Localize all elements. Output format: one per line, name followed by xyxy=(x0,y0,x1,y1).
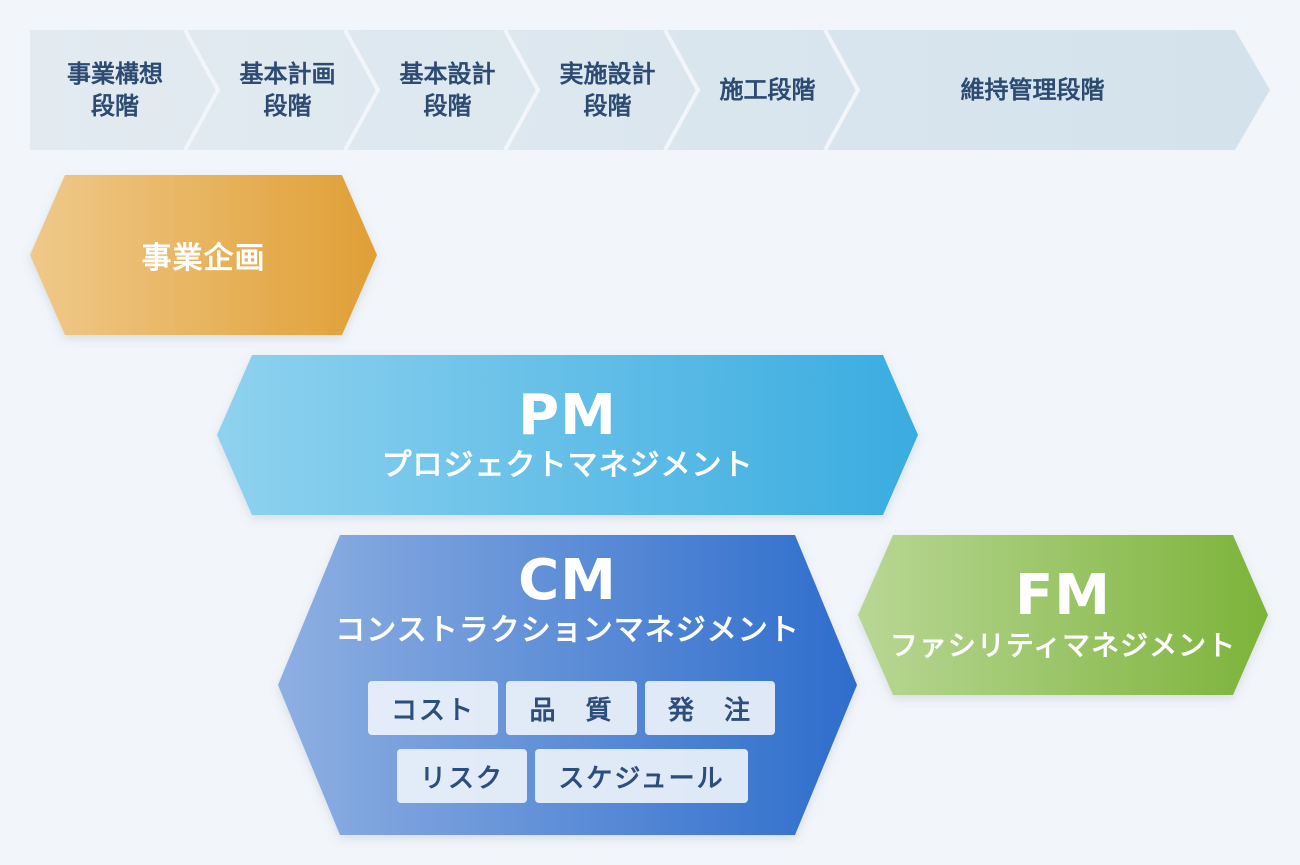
phase-label-basic-planning: 基本計画 段階 xyxy=(239,60,336,120)
fm-subtitle: ファシリティマネジメント xyxy=(889,629,1237,662)
business-planning-label: 事業企画 xyxy=(141,241,266,276)
cm-item-schedule: スケジュール xyxy=(535,749,748,803)
fm-title: FM xyxy=(1015,563,1111,628)
cm-item-risk: リスク xyxy=(397,749,527,803)
cm-subtitle: コンストラクションマネジメント xyxy=(335,613,800,648)
phase-label-construction: 施工段階 xyxy=(719,76,816,104)
phase-label-basic-design: 基本設計 段階 xyxy=(399,60,496,120)
business-planning-block: 事業企画 xyxy=(30,175,377,335)
pm-title: PM xyxy=(518,383,617,448)
cm-item-quality: 品 質 xyxy=(506,681,637,735)
cm-item-ordering: 発 注 xyxy=(645,681,775,735)
phase-bar xyxy=(30,30,1270,150)
fm-shape xyxy=(858,535,1268,695)
phase-label-detailed-design: 実施設計 段階 xyxy=(559,60,656,120)
pm-subtitle: プロジェクトマネジメント xyxy=(381,448,754,483)
pm-shape xyxy=(217,355,918,515)
cm-item-cost: コスト xyxy=(368,681,498,735)
phase-label-concept: 事業構想 段階 xyxy=(67,60,163,120)
pm-block: PM プロジェクトマネジメント xyxy=(217,355,918,515)
cm-title: CM xyxy=(518,548,617,613)
cm-block: CM コンストラクションマネジメント xyxy=(278,550,857,670)
business-planning-shape xyxy=(30,175,377,335)
phase-separators xyxy=(183,29,861,151)
fm-block: FM ファシリティマネジメント xyxy=(858,535,1268,695)
phase-label-maintenance: 維持管理段階 xyxy=(960,76,1105,104)
